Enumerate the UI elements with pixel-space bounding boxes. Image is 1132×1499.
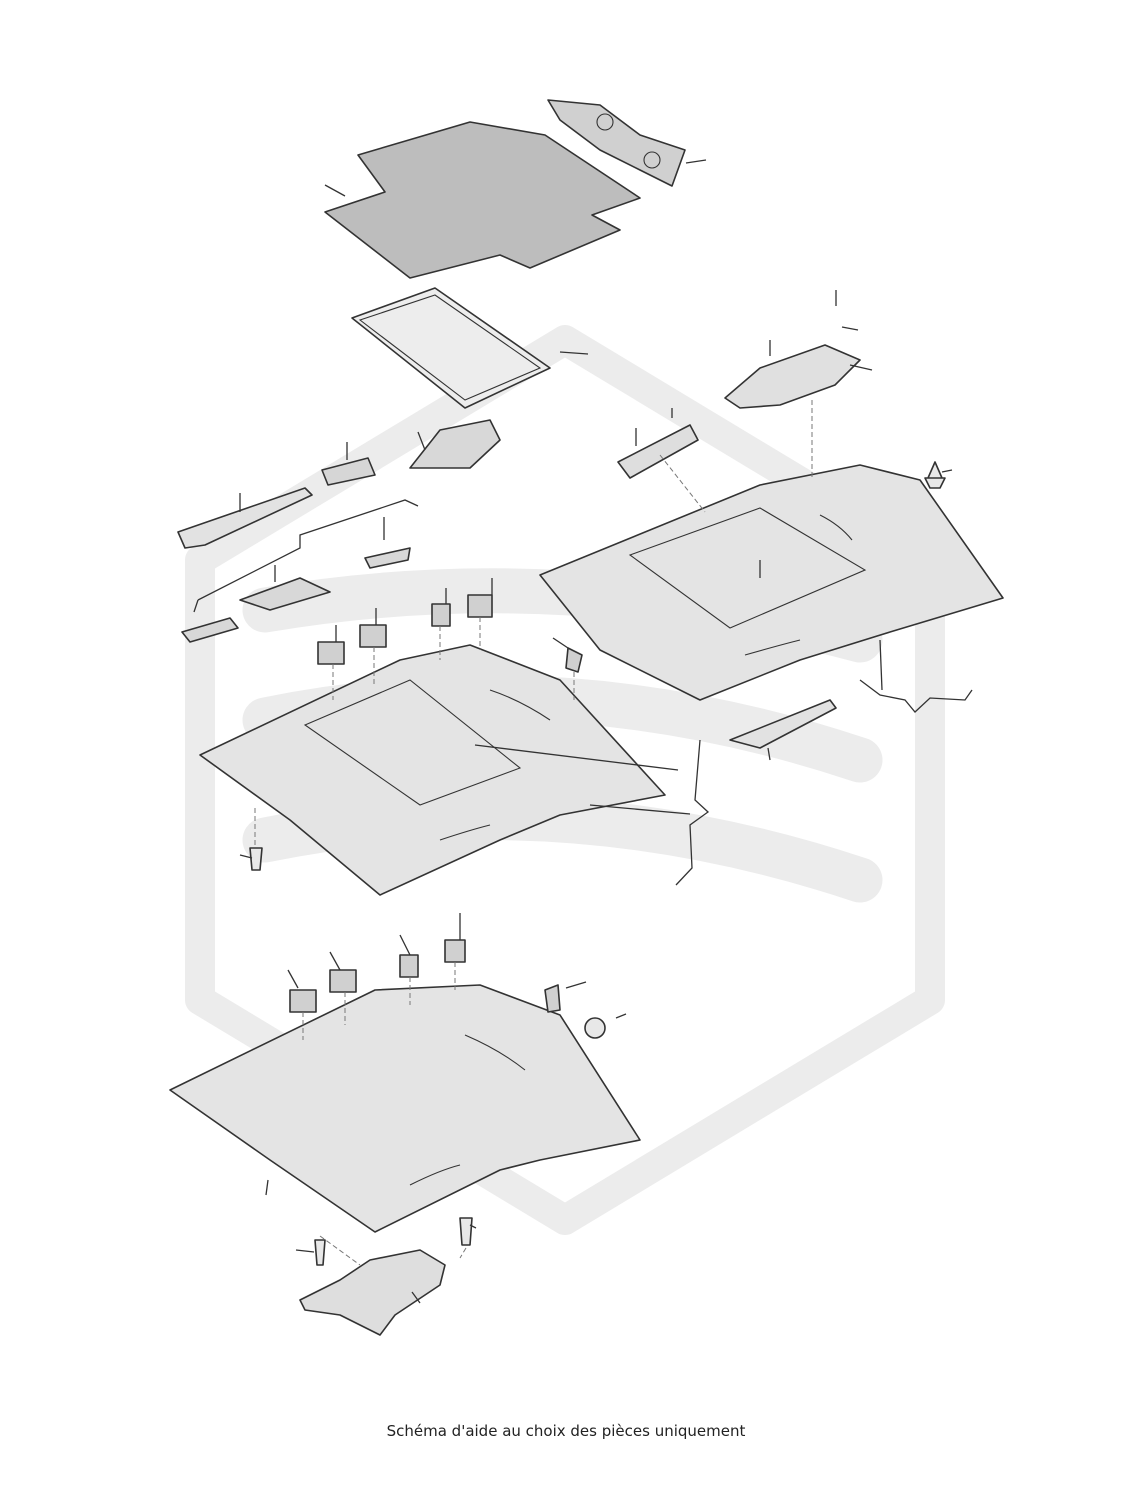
insulation-pad [409, 419, 501, 469]
headliner-sunroof-variant-right [539, 464, 1004, 701]
retaining-clip-set [317, 594, 583, 673]
headliner-sunroof-variant-left [199, 644, 666, 896]
clip-strip-3 [181, 617, 239, 643]
clip-block [321, 457, 376, 486]
leader-lines [193, 159, 973, 1304]
retaining-clip-set-lower [289, 939, 606, 1039]
headliner-standard-variant [169, 984, 641, 1233]
clip-fastener-icon [924, 461, 946, 489]
left-rail-trim [177, 487, 313, 549]
side-trim-piece [617, 424, 699, 479]
diagram-caption: Schéma d'aide au choix des pièces unique… [386, 1422, 746, 1440]
assembly-guide-lines [254, 400, 813, 1266]
right-grab-rail-trim [729, 699, 837, 749]
reinforcement-bracket [547, 99, 686, 187]
clip-strip-1 [364, 547, 411, 569]
rear-bracket [724, 344, 861, 409]
clip-strip-2 [239, 577, 331, 611]
screw-icon-bottom [314, 1217, 473, 1266]
roof-cover-sheet [324, 121, 641, 279]
rear-console-bracket [299, 1249, 446, 1336]
sunroof-frame [351, 287, 551, 409]
screw-icon-left [249, 847, 263, 871]
